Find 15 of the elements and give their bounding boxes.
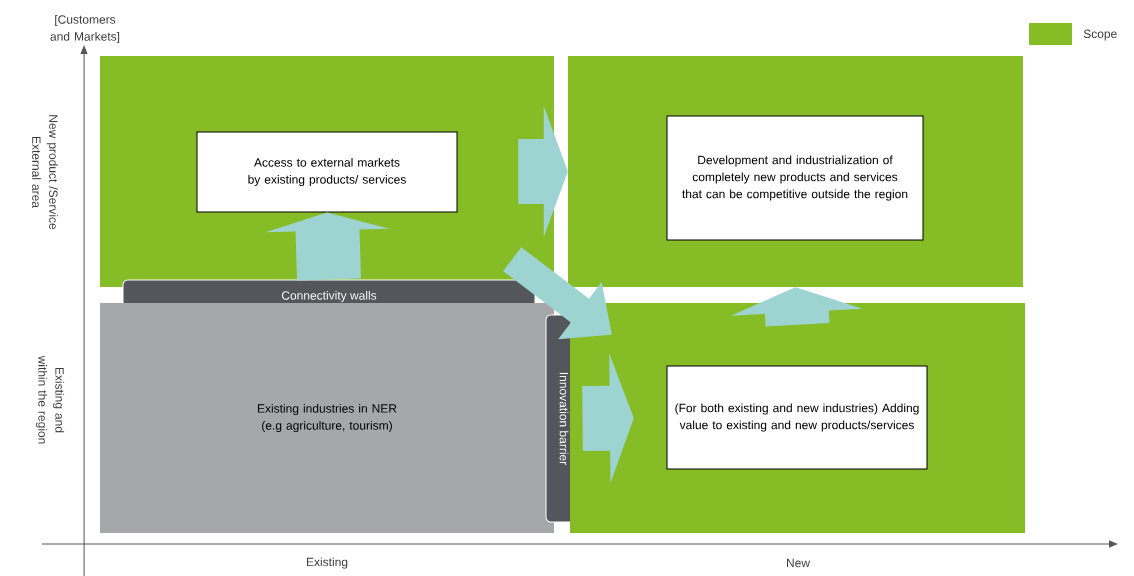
text-box: (For both existing and new industries) Adding value to existing and new products/services <box>666 365 928 470</box>
quadrant-panel: Existing industries in NER (e.g agriculture, tourism) <box>100 303 554 533</box>
text-box: Development and industrialization of completely new products and services that can be competitive outside the region <box>666 115 924 241</box>
axis-label: Existing and within the region <box>35 355 65 444</box>
block-arrow <box>582 353 634 484</box>
axis-label: Existing <box>307 557 348 569</box>
text-box: Access to external markets by existing products/ services <box>196 131 458 213</box>
axis-label: New <box>787 558 811 568</box>
legend-label: Scope <box>1083 29 1117 41</box>
block-arrow <box>265 212 390 281</box>
block-arrow <box>503 247 612 340</box>
block-arrow <box>730 287 863 327</box>
axis-label: [Customers and Markets] <box>50 14 120 44</box>
axis-label: New product /Service External area <box>32 115 58 230</box>
block-arrow <box>518 106 568 237</box>
